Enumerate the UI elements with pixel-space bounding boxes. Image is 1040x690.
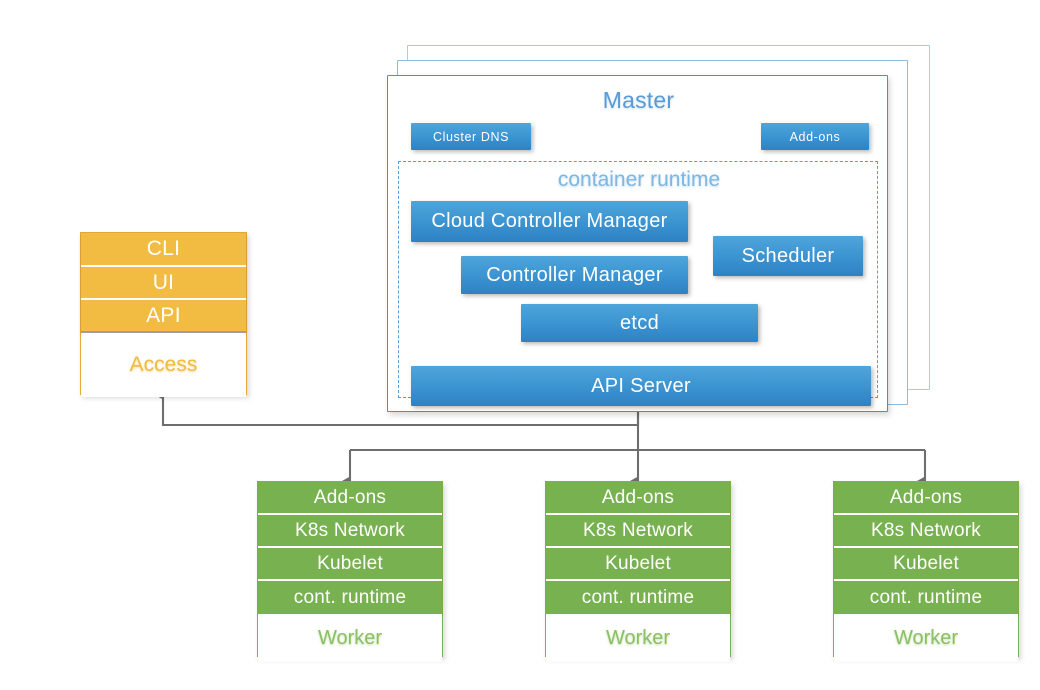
master-node[interactable]: Master Cluster DNS Add-ons container run…	[387, 75, 888, 412]
worker-1-row-k8s-network[interactable]: K8s Network	[258, 515, 442, 548]
worker-2-label: Worker	[546, 615, 730, 662]
master-title: Master	[602, 87, 675, 113]
component-cloud-controller-manager[interactable]: Cloud Controller Manager	[411, 201, 688, 242]
worker-1-row-kubelet[interactable]: Kubelet	[258, 548, 442, 581]
component-api-server[interactable]: API Server	[411, 366, 871, 406]
worker-3-row-add-ons[interactable]: Add-ons	[834, 482, 1018, 515]
worker-3-row-k8s-network[interactable]: K8s Network	[834, 515, 1018, 548]
badge-add-ons[interactable]: Add-ons	[761, 123, 869, 150]
worker-3-label: Worker	[834, 615, 1018, 662]
worker-2-row-add-ons[interactable]: Add-ons	[546, 482, 730, 515]
worker-3-row-kubelet[interactable]: Kubelet	[834, 548, 1018, 581]
worker-2-row-k8s-network[interactable]: K8s Network	[546, 515, 730, 548]
worker-3-row-cont-runtime[interactable]: cont. runtime	[834, 581, 1018, 615]
component-controller-manager[interactable]: Controller Manager	[461, 256, 688, 294]
worker-2-row-kubelet[interactable]: Kubelet	[546, 548, 730, 581]
worker-2-row-cont-runtime[interactable]: cont. runtime	[546, 581, 730, 615]
badge-cluster-dns[interactable]: Cluster DNS	[411, 123, 531, 150]
component-scheduler[interactable]: Scheduler	[713, 236, 863, 276]
access-stack[interactable]: CLI UI API Access	[80, 232, 247, 397]
wire-apiserver-workers	[342, 400, 927, 486]
worker-1-row-add-ons[interactable]: Add-ons	[258, 482, 442, 515]
component-etcd[interactable]: etcd	[521, 304, 758, 342]
access-row-ui[interactable]: UI	[81, 267, 246, 300]
worker-node-1[interactable]: Add-ons K8s Network Kubelet cont. runtim…	[257, 481, 443, 662]
container-runtime-title: container runtime	[557, 168, 721, 191]
access-row-api[interactable]: API	[81, 300, 246, 333]
worker-node-2[interactable]: Add-ons K8s Network Kubelet cont. runtim…	[545, 481, 731, 662]
worker-1-label: Worker	[258, 615, 442, 662]
access-label: Access	[81, 333, 246, 397]
worker-node-3[interactable]: Add-ons K8s Network Kubelet cont. runtim…	[833, 481, 1019, 662]
worker-1-row-cont-runtime[interactable]: cont. runtime	[258, 581, 442, 615]
access-row-cli[interactable]: CLI	[81, 233, 246, 267]
